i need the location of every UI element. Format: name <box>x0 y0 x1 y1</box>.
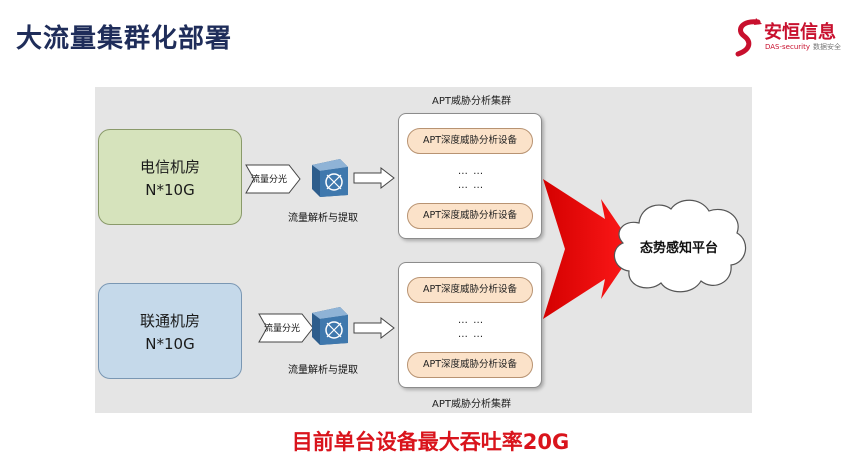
flow-arrow-icon <box>353 167 395 189</box>
switch-device-icon <box>308 305 350 347</box>
cloud-icon <box>613 199 747 293</box>
merge-arrow-icon <box>543 179 635 319</box>
deployment-diagram: 电信机房 N*10G 联通机房 N*10G 流量分光 流量分光 流量解析与提取 <box>95 87 752 413</box>
cluster-label: APT威胁分析集群 <box>432 96 511 107</box>
ellipsis: … … <box>457 180 485 191</box>
ellipsis: … … <box>457 329 485 340</box>
throughput-note: 目前单台设备最大吞吐率20G <box>291 430 570 454</box>
ellipsis: … … <box>457 315 485 326</box>
analysis-device: APT深度威胁分析设备 <box>407 352 533 378</box>
switch-device-icon <box>308 157 350 199</box>
splitter-arrow: 流量分光 <box>258 312 314 344</box>
room-capacity: N*10G <box>145 181 195 199</box>
device-label: 流量解析与提取 <box>288 213 358 224</box>
logo-mark-icon <box>735 18 762 57</box>
situation-platform-cloud: 态势感知平台 <box>609 193 749 297</box>
logo-sub-cn: 数据安全 <box>812 43 841 51</box>
device-label: 流量解析与提取 <box>288 365 358 376</box>
flow-arrow-icon <box>353 317 395 339</box>
splitter-arrow: 流量分光 <box>245 163 301 195</box>
logo-text: 安恒信息 <box>764 22 836 43</box>
room-name: 联通机房 <box>139 312 200 330</box>
splitter-label: 流量分光 <box>264 324 301 334</box>
slide-title: 大流量集群化部署 <box>16 24 233 54</box>
analysis-device: APT深度威胁分析设备 <box>407 128 533 154</box>
platform-label: 态势感知平台 <box>639 241 718 256</box>
analysis-device: APT深度威胁分析设备 <box>407 277 533 303</box>
splitter-label: 流量分光 <box>251 175 288 185</box>
analysis-device: APT深度威胁分析设备 <box>407 203 533 229</box>
analysis-cluster: APT深度威胁分析设备 … … … … APT深度威胁分析设备 <box>398 262 542 388</box>
ellipsis: … … <box>457 166 485 177</box>
telecom-room: 电信机房 N*10G <box>98 129 242 225</box>
logo-sub-en: DAS-security <box>765 43 810 51</box>
analysis-cluster: APT深度威胁分析设备 … … … … APT深度威胁分析设备 <box>398 113 542 239</box>
room-capacity: N*10G <box>145 335 195 353</box>
cluster-label: APT威胁分析集群 <box>432 399 511 410</box>
unicom-room: 联通机房 N*10G <box>98 283 242 379</box>
room-name: 电信机房 <box>139 158 200 176</box>
